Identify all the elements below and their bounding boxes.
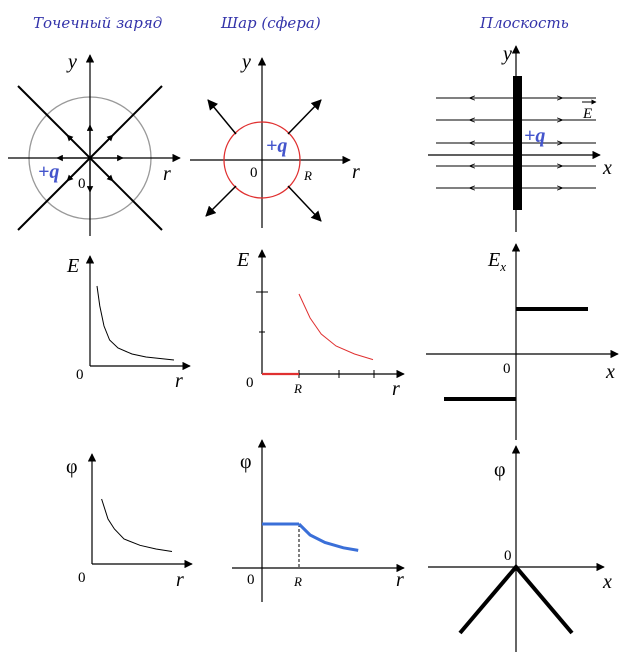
r-label: r bbox=[396, 569, 404, 591]
origin-label: 0 bbox=[250, 165, 258, 181]
charged-plate bbox=[513, 76, 522, 210]
sphere-phi-graph: φ r 0 R bbox=[232, 439, 405, 602]
phi-outside-curve bbox=[297, 522, 359, 552]
sphere-E-graph: E r 0 R bbox=[236, 249, 405, 400]
x-label: x bbox=[602, 571, 612, 593]
r-label: r bbox=[352, 161, 360, 183]
r-label: r bbox=[163, 163, 171, 185]
charge-label: +q bbox=[524, 125, 545, 147]
phi-label: φ bbox=[66, 456, 78, 478]
x-label: x bbox=[602, 157, 612, 179]
Ex-label: Ex bbox=[487, 249, 506, 274]
sphere-field-arrows bbox=[205, 99, 322, 222]
origin-label: 0 bbox=[76, 367, 84, 383]
header-sphere: Шар (сфера) bbox=[221, 14, 321, 32]
plane-field-panel: E y x +q bbox=[428, 43, 612, 232]
r-label: r bbox=[392, 378, 400, 400]
point-charge-field-panel: y r 0 +q bbox=[8, 51, 181, 236]
header-plane: Плоскость bbox=[480, 14, 569, 32]
phi-curve bbox=[101, 498, 173, 552]
origin-label: 0 bbox=[504, 548, 512, 564]
x-label: x bbox=[605, 361, 615, 383]
point-phi-graph: φ r 0 bbox=[66, 453, 193, 591]
y-label: y bbox=[240, 51, 251, 73]
point-E-graph: E r 0 bbox=[66, 255, 191, 392]
charge-label: +q bbox=[266, 135, 287, 157]
plane-field-lines bbox=[436, 98, 596, 188]
E-curve bbox=[96, 285, 175, 361]
E-outside-curve bbox=[298, 293, 374, 361]
phi-label: φ bbox=[240, 451, 252, 473]
origin-label: 0 bbox=[78, 176, 86, 192]
r-label: r bbox=[176, 569, 184, 591]
R-label: R bbox=[293, 381, 302, 396]
phi-V-curve bbox=[458, 563, 574, 635]
sphere-field-panel: y r 0 R +q bbox=[190, 51, 360, 228]
origin-label: 0 bbox=[246, 375, 254, 391]
charge-label: +q bbox=[38, 161, 59, 183]
origin-label: 0 bbox=[247, 572, 255, 588]
E-label: E bbox=[236, 249, 249, 271]
Ex-sub: x bbox=[499, 259, 506, 274]
header-point-charge: Точечный заряд bbox=[33, 14, 163, 32]
tick-marks bbox=[256, 291, 375, 378]
R-label: R bbox=[303, 168, 312, 183]
R-label: R bbox=[293, 574, 302, 589]
y-label: y bbox=[66, 51, 77, 73]
origin-label: 0 bbox=[78, 570, 86, 586]
phi-label: φ bbox=[494, 459, 506, 481]
y-label: y bbox=[501, 43, 512, 65]
Ex-main: E bbox=[487, 249, 500, 271]
E-vector-label: E bbox=[582, 106, 592, 122]
origin-label: 0 bbox=[503, 361, 511, 377]
E-label: E bbox=[66, 255, 79, 277]
plane-phi-graph: φ x 0 bbox=[428, 445, 612, 652]
r-label: r bbox=[175, 370, 183, 392]
field-arrows-short bbox=[56, 124, 124, 193]
sphere-circle bbox=[223, 121, 301, 199]
plane-Ex-graph: Ex x 0 bbox=[426, 243, 619, 440]
